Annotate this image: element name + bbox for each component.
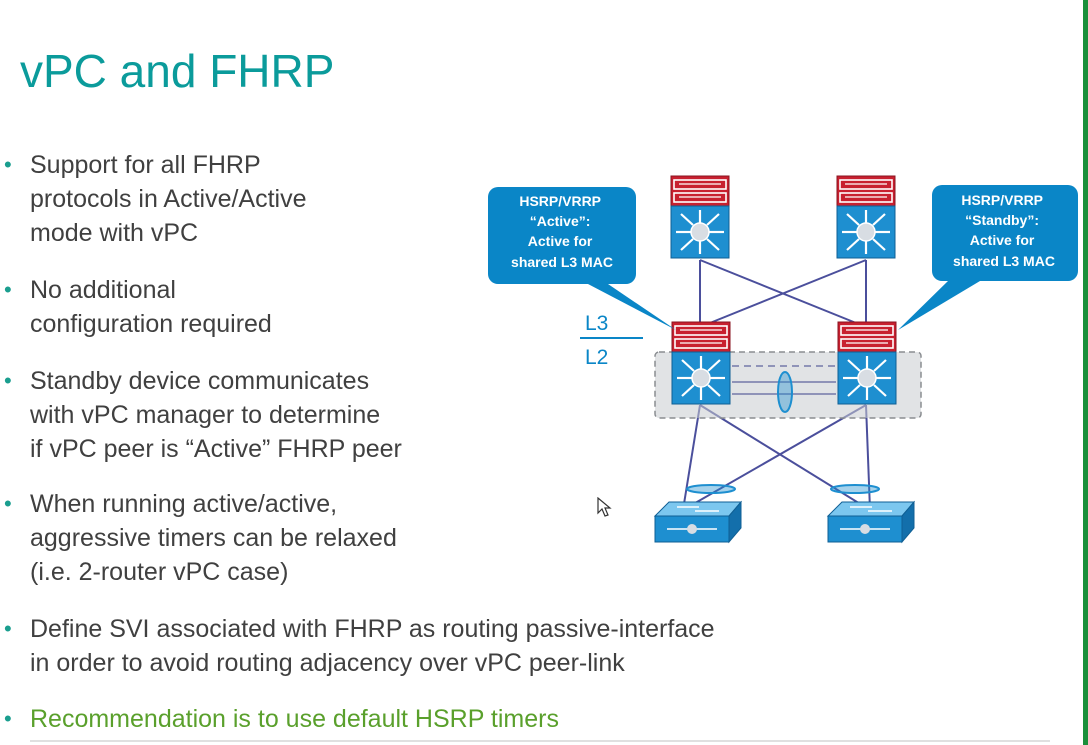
bullet-text: No additional configuration required [30, 276, 272, 338]
bullet-marker: • [4, 152, 12, 177]
callout-standby-line: “Standby”: [965, 212, 1039, 228]
core-router-right-icon [835, 175, 897, 260]
access-switch-left-icon [654, 501, 742, 543]
peer-link-channel-icon [777, 371, 793, 413]
access-switch-right-icon [827, 501, 915, 543]
bullet-item: • Define SVI associated with FHRP as rou… [4, 612, 715, 680]
bullet-text: When running active/active, aggressive t… [30, 490, 397, 586]
callout-active: HSRP/VRRP “Active”: Active for shared L3… [488, 187, 676, 330]
callout-active-line: Active for [528, 233, 593, 249]
svg-text:HSRP/VRRP “Active”:: HSRP/VRRP “Active”: Active for shared L3… [511, 193, 613, 270]
svg-text:HSRP/VRRP “Standby”:: HSRP/VRRP “Standby”: Active for shared L… [953, 192, 1055, 269]
core-router-left-icon [669, 175, 731, 260]
bottom-rule [30, 740, 1050, 742]
bullet-text: Standby device communicates with vPC man… [30, 367, 402, 463]
l2-label: L2 [585, 346, 608, 369]
mouse-pointer-icon [597, 497, 612, 517]
callout-active-line: shared L3 MAC [511, 254, 613, 270]
bullet-item: • Support for all FHRP protocols in Acti… [4, 148, 307, 250]
vpc-peer-standby-icon [836, 321, 898, 406]
bullet-text: Recommendation is to use default HSRP ti… [30, 705, 559, 733]
callout-standby-line: HSRP/VRRP [961, 192, 1042, 208]
bullet-marker: • [4, 706, 12, 731]
bullet-item: • When running active/active, aggressive… [4, 487, 397, 589]
vpc-channel-icon [686, 484, 736, 494]
bullet-marker: • [4, 491, 12, 516]
callout-standby-line: shared L3 MAC [953, 253, 1055, 269]
callout-standby: HSRP/VRRP “Standby”: Active for shared L… [898, 185, 1078, 330]
callout-active-line: HSRP/VRRP [519, 193, 600, 209]
callout-standby-line: Active for [970, 232, 1035, 248]
bullet-item-recommendation: • Recommendation is to use default HSRP … [4, 702, 559, 736]
bullet-marker: • [4, 277, 12, 302]
bullet-marker: • [4, 368, 12, 393]
l3-label: L3 [585, 312, 608, 335]
slide-title: vPC and FHRP [20, 45, 335, 97]
bullet-item: • No additional configuration required [4, 273, 272, 341]
bullet-text: Define SVI associated with FHRP as routi… [30, 615, 715, 677]
slide-right-edge [1083, 0, 1088, 745]
callout-active-line: “Active”: [530, 213, 591, 229]
vpc-fhrp-diagram: L3 L2 HSRP/VRRP “Active”: Active for sha… [488, 175, 1078, 543]
vpc-peer-active-icon [670, 321, 732, 406]
vpc-channel-icon [830, 484, 880, 494]
bullet-item: • Standby device communicates with vPC m… [4, 364, 402, 466]
bullet-marker: • [4, 616, 12, 641]
bullet-text: Support for all FHRP protocols in Active… [30, 151, 307, 247]
